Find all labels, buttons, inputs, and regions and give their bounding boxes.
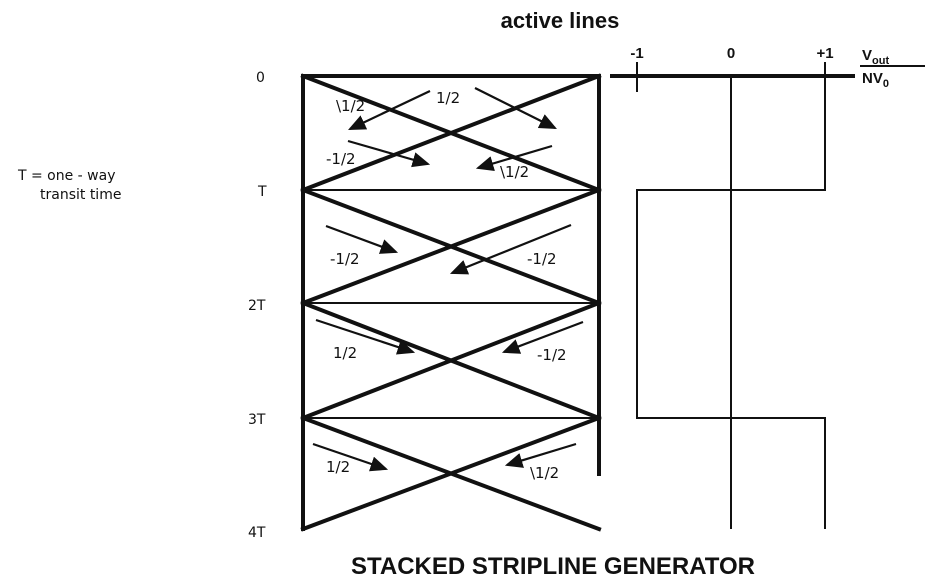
arrow-s1-left-top	[348, 90, 431, 130]
figure-title: STACKED STRIPLINE GENERATOR	[351, 553, 755, 580]
wave-label-s2-right: -1/2	[527, 250, 557, 268]
wave-label-s3-left: 1/2	[333, 344, 357, 362]
arrow-s4-left	[504, 442, 577, 468]
diagonal-s4-up	[300, 415, 602, 532]
output-waveform	[636, 76, 826, 529]
wave-label-s1-right-top: 1/2	[436, 89, 460, 107]
axis-label-denominator: NV0	[862, 70, 889, 90]
wave-labels: \1/2 1/2 -1/2 \1/2 -1/2 -1/2 1/2 -1/2 1/…	[326, 89, 567, 482]
tick-label-zero: 0	[727, 45, 735, 62]
arrow-s2-left	[449, 223, 572, 275]
note-line-1: T = one - way	[17, 168, 116, 184]
arrow-s1-left-bottom	[347, 139, 431, 168]
arrow-s4-right	[312, 442, 389, 472]
diagonal-s2-up	[300, 187, 602, 306]
time-label-0: 0	[256, 70, 265, 86]
wave-label-s1-left-top: \1/2	[336, 97, 365, 115]
time-label-t: T	[257, 184, 267, 200]
tick-label-minus-one: -1	[630, 45, 643, 62]
wave-label-s1-left-bottom: -1/2	[326, 150, 356, 168]
header-active-lines: active lines	[501, 8, 620, 33]
note-line-2: transit time	[40, 187, 121, 203]
wave-label-s1-right-bottom: \1/2	[500, 163, 529, 181]
time-label-3t: 3T	[248, 412, 266, 428]
voltage-axis: -1 0 +1 Vout NV0	[610, 45, 925, 529]
tick-label-plus-one: +1	[816, 45, 833, 62]
time-label-2t: 2T	[248, 298, 266, 314]
wave-label-s4-left: 1/2	[326, 458, 350, 476]
arrow-s3-right	[315, 318, 416, 355]
arrow-s2-right	[325, 224, 399, 254]
wave-label-s3-right: -1/2	[537, 346, 567, 364]
time-label-4t: 4T	[248, 525, 266, 541]
arrow-s1-right-top	[474, 87, 557, 129]
diagonal-s1-up	[300, 73, 602, 193]
diagonal-s3-up	[300, 300, 602, 421]
arrow-s1-right-bottom	[475, 144, 553, 171]
arrow-s3-left	[501, 320, 584, 354]
wave-label-s2-left: -1/2	[330, 250, 360, 268]
wave-label-s4-right: \1/2	[530, 464, 559, 482]
axis-label-numerator: Vout	[862, 47, 889, 67]
stripline-stack	[300, 73, 602, 532]
wave-arrows	[312, 87, 584, 472]
